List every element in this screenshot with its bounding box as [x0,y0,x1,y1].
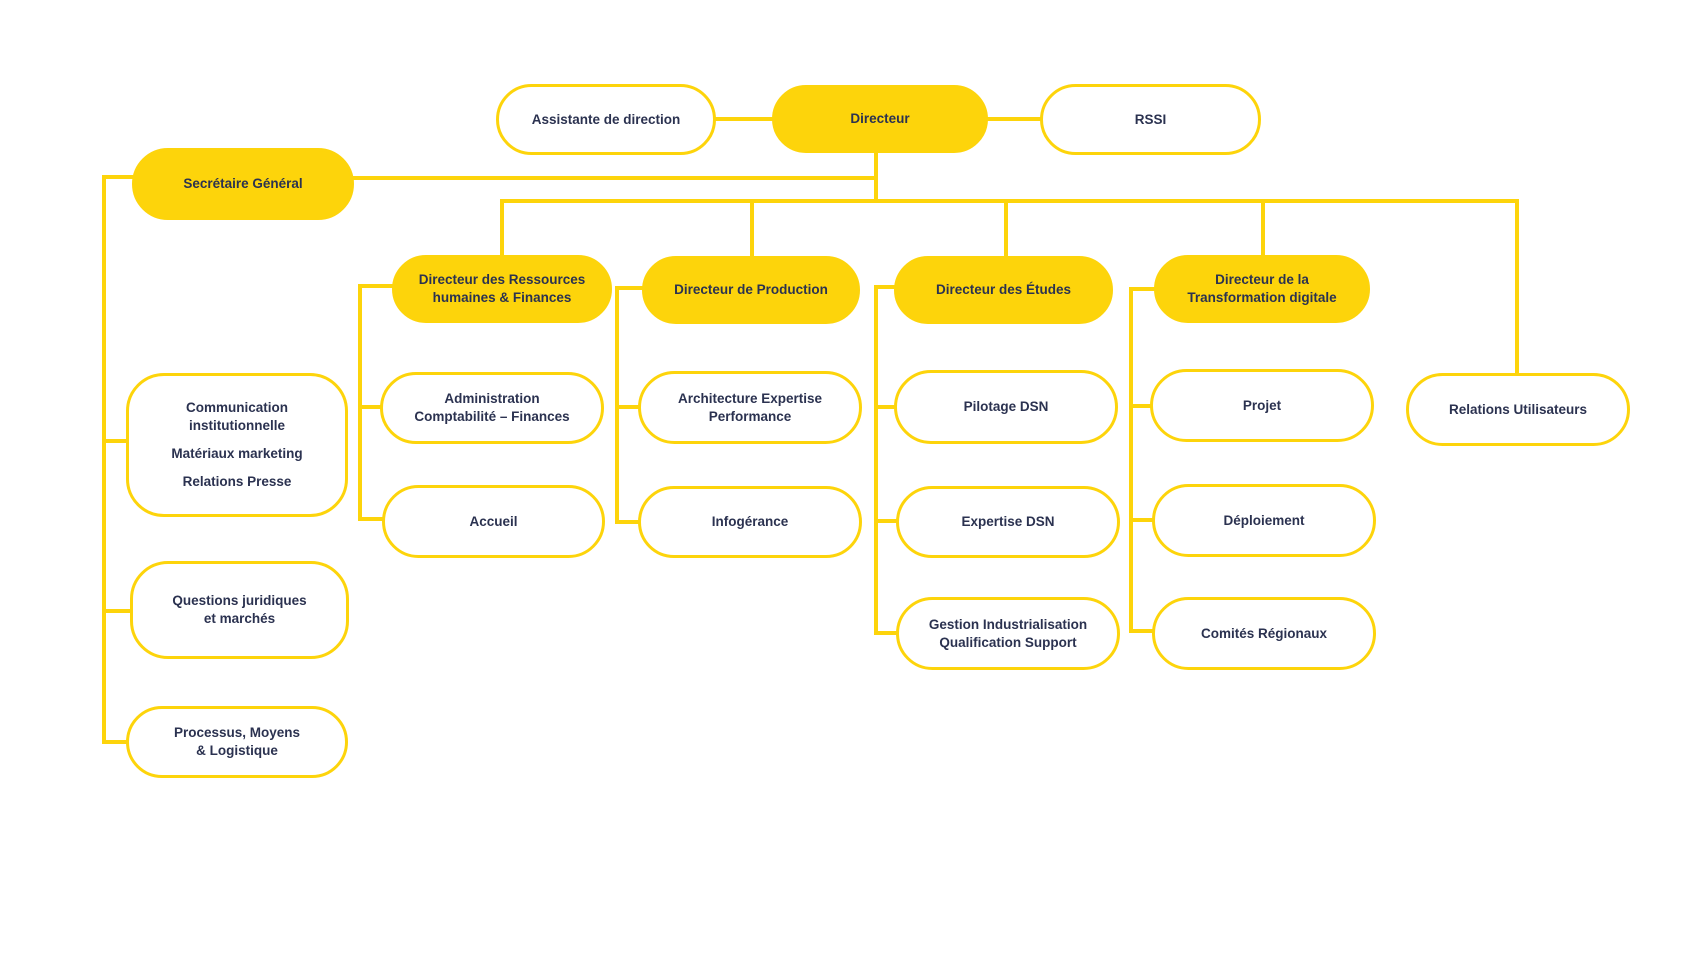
node-label: Secrétaire Général [183,176,303,191]
node-label: Projet [1242,397,1282,413]
node-label: Administration [444,391,540,406]
directeur-production-box: Directeur de Production [642,256,860,324]
node-label: Performance [708,408,792,424]
node-label: & Logistique [196,743,278,758]
directeur-box: Directeur [772,85,988,153]
rssi-box: RSSI [1040,84,1261,155]
node-label: RSSI [1134,111,1167,127]
node-label: Gestion Industrialisation [928,616,1088,632]
architecture-box: Architecture Expertise Performance [638,371,862,444]
node-label: Directeur [850,111,910,126]
node-label: institutionnelle [189,418,285,433]
processus-box: Processus, Moyens & Logistique [126,706,348,778]
node-label: Infogérance [711,514,789,529]
deploiement-box: Déploiement [1152,484,1376,557]
projet-box: Projet [1150,369,1374,442]
infogerance-box: Infogérance [638,486,862,558]
node-label: Matériaux marketing [171,446,303,461]
gestion-industrialisation-box: Gestion Industrialisation Qualification … [896,597,1120,670]
node-label: Directeur de Production [674,282,828,297]
node-label: Accueil [469,513,518,529]
node-label: Expertise DSN [961,514,1055,529]
node-label: Pilotage DSN [963,399,1049,414]
node-label: Qualification Support [939,634,1077,650]
node-label: Déploiement [1223,512,1305,528]
node-label: Communication [185,400,288,415]
node-label: humaines & Finances [432,290,572,305]
node-label: Comités Régionaux [1200,625,1328,641]
secretaire-general-box: Secrétaire Général [132,148,354,220]
node-label: Directeur de la [1215,272,1309,287]
node-label: Directeur des Études [935,282,1072,297]
node-label: Assistante de direction [531,111,681,127]
communication-box: Communication institutionnelle Matériaux… [126,373,348,517]
relations-utilisateurs-box: Relations Utilisateurs [1406,373,1630,446]
node-label: Transformation digitale [1187,290,1337,305]
directeur-rh-finances-box: Directeur des Ressources humaines & Fina… [392,255,612,323]
node-label: et marchés [203,611,276,626]
node-label: Relations Presse [182,474,292,489]
node-label: Comptabilité – Finances [414,409,570,424]
expertise-dsn-box: Expertise DSN [896,486,1120,558]
node-label: Relations Utilisateurs [1448,401,1588,417]
node-label: Architecture Expertise [677,390,823,406]
accueil-box: Accueil [382,485,605,558]
administration-box: Administration Comptabilité – Finances [380,372,604,444]
comites-regionaux-box: Comités Régionaux [1152,597,1376,670]
node-label: Directeur des Ressources [418,272,586,287]
pilotage-dsn-box: Pilotage DSN [894,370,1118,444]
node-label: Processus, Moyens [173,725,301,740]
assistante-de-direction-box: Assistante de direction [496,84,716,155]
node-label: Questions juridiques [172,593,307,608]
questions-juridiques-box: Questions juridiques et marchés [130,561,349,659]
directeur-transformation-box: Directeur de la Transformation digitale [1154,255,1370,323]
directeur-etudes-box: Directeur des Études [894,256,1113,324]
